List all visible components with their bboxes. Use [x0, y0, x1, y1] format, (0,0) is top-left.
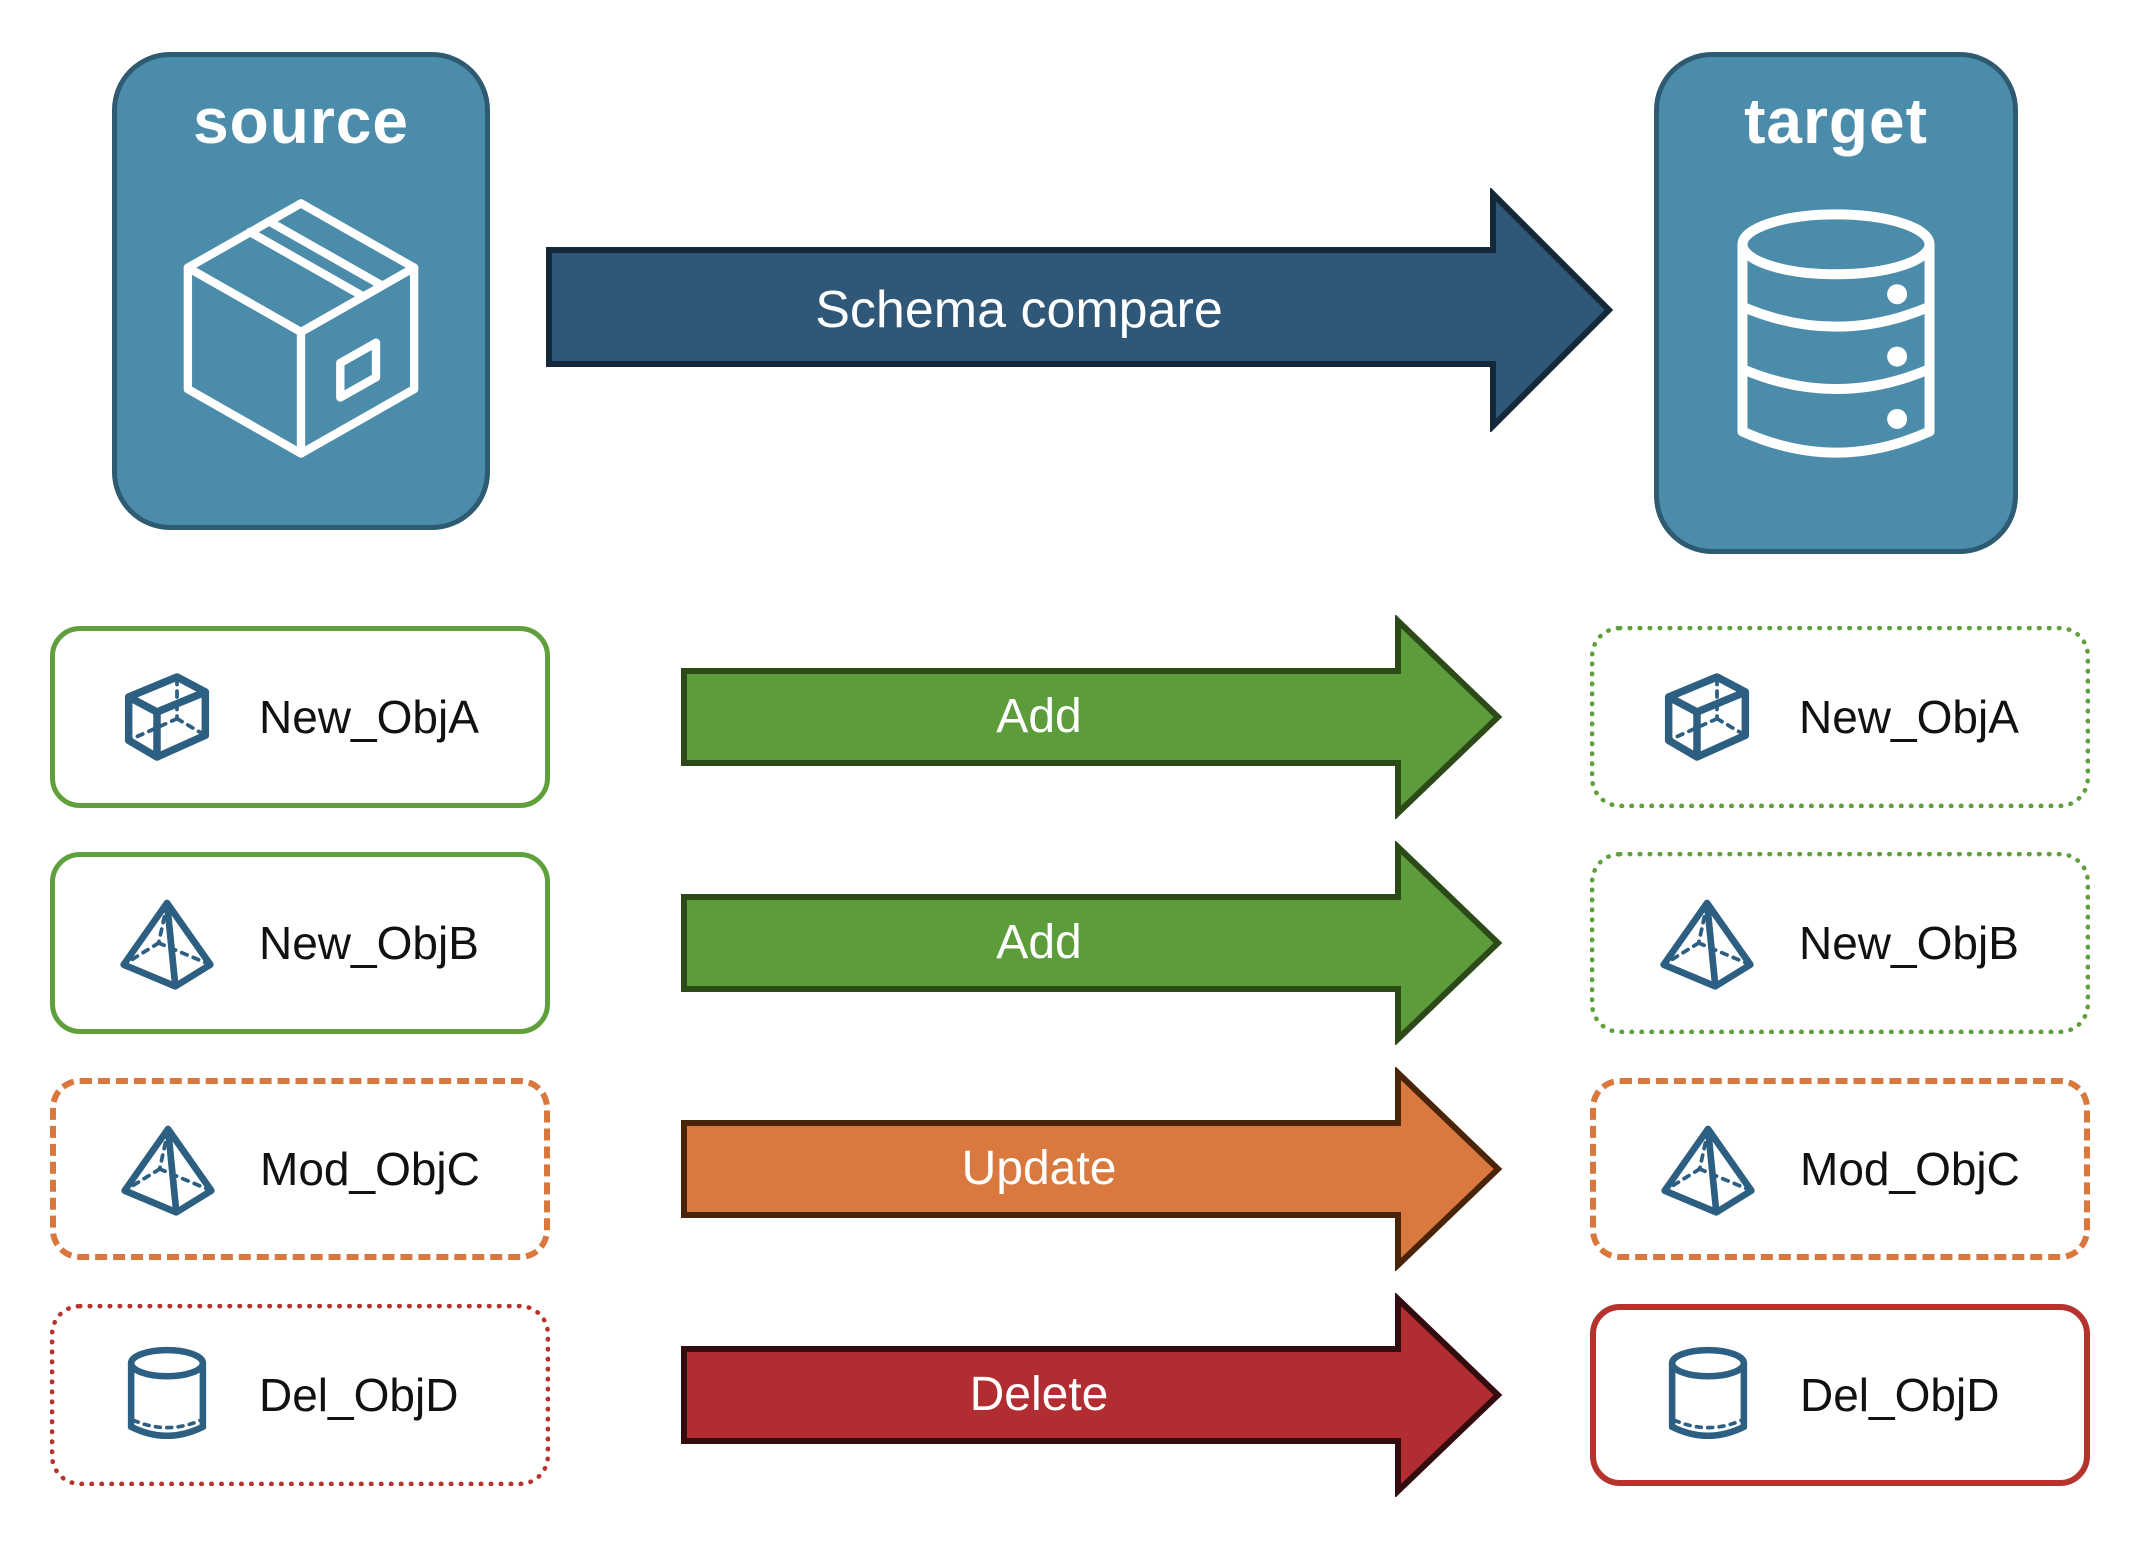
source-object-box-new-obja: New_ObjA: [50, 626, 550, 808]
target-object-box-del-objd: Del_ObjD: [1590, 1304, 2090, 1486]
update-arrow-shape: [681, 1067, 1503, 1271]
delete-arrow-shape: [681, 1293, 1503, 1497]
schema-compare-arrow-label: Schema compare: [815, 281, 1223, 339]
target-node-label: target: [1744, 85, 1928, 157]
target-object-box-new-objb: New_ObjB: [1590, 852, 2090, 1034]
pyramid-icon: [118, 1116, 218, 1222]
update-arrow-row3: Update: [680, 1067, 1504, 1271]
delete-arrow-row4: Delete: [680, 1293, 1504, 1497]
source-object-box-new-objb: New_ObjB: [50, 852, 550, 1034]
schema-compare-arrow-shape: [546, 188, 1614, 432]
update-arrow-label: Update: [961, 1142, 1117, 1195]
pyramid-icon: [1658, 1116, 1758, 1222]
cube-icon: [117, 664, 217, 770]
add-arrow-label: Add: [996, 916, 1082, 969]
add-arrow-shape: [681, 615, 1503, 819]
cylinder-icon: [117, 1342, 217, 1448]
add-arrow-row1: Add: [680, 615, 1504, 819]
pyramid-icon: [1657, 890, 1757, 996]
source-object-box-mod-objc: Mod_ObjC: [50, 1078, 550, 1260]
object-label: New_ObjB: [1799, 917, 2019, 969]
target-object-box-new-obja: New_ObjA: [1590, 626, 2090, 808]
object-label: New_ObjA: [1799, 691, 2019, 743]
source-object-box-del-objd: Del_ObjD: [50, 1304, 550, 1486]
schema-compare-arrow: Schema compare: [545, 188, 1615, 432]
cylinder-icon: [1658, 1342, 1758, 1448]
package-icon: [170, 179, 432, 479]
add-arrow-row2: Add: [680, 841, 1504, 1045]
object-label: Del_ObjD: [1800, 1369, 2000, 1421]
target-node: target: [1654, 52, 2018, 554]
object-label: New_ObjB: [259, 917, 479, 969]
add-arrow-label: Add: [996, 690, 1082, 743]
cube-icon: [1657, 664, 1757, 770]
object-label: Del_ObjD: [259, 1369, 459, 1421]
source-node-label: source: [193, 85, 409, 157]
object-label: Mod_ObjC: [260, 1143, 480, 1195]
object-label: Mod_ObjC: [1800, 1143, 2020, 1195]
object-label: New_ObjA: [259, 691, 479, 743]
database-icon: [1730, 191, 1942, 491]
target-object-box-mod-objc: Mod_ObjC: [1590, 1078, 2090, 1260]
add-arrow-shape: [681, 841, 1503, 1045]
delete-arrow-label: Delete: [969, 1368, 1109, 1421]
pyramid-icon: [117, 890, 217, 996]
source-node: source: [112, 52, 490, 530]
